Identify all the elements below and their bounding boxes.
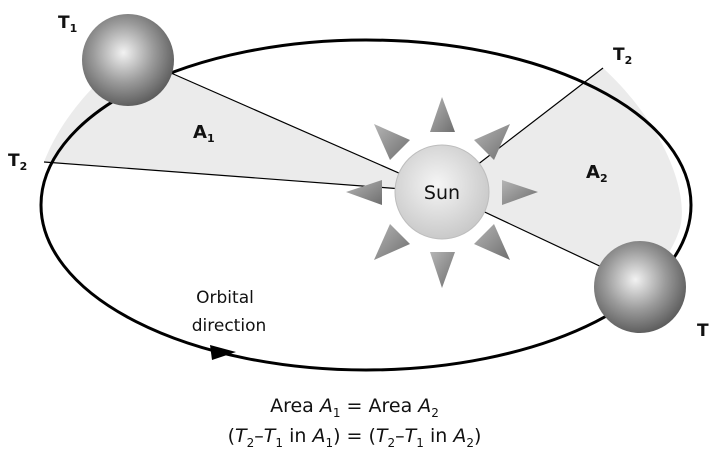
label-t2-left: T2: [8, 151, 27, 173]
sun-ray-up-left: [374, 124, 410, 160]
sun-ray-down: [430, 252, 455, 288]
orbital-direction-arrow: [210, 345, 236, 360]
sun-ray-up: [430, 97, 455, 132]
caption-line-1: Area A1 = Area A2: [0, 395, 709, 420]
orbital-direction-label-line2: direction: [192, 316, 267, 336]
label-t: T: [697, 321, 709, 341]
sun-ray-down-right: [474, 224, 510, 260]
sun-ray-down-left: [374, 224, 410, 260]
planet-t1: [82, 14, 174, 106]
sun-label: Sun: [424, 182, 460, 204]
label-t2-right: T2: [613, 45, 632, 67]
orbital-direction-label-line1: Orbital: [196, 288, 254, 308]
planet-t: [594, 241, 686, 333]
label-t1: T1: [58, 13, 77, 35]
caption-line-2: (T2–T1 in A1) = (T2–T1 in A2): [0, 425, 709, 450]
